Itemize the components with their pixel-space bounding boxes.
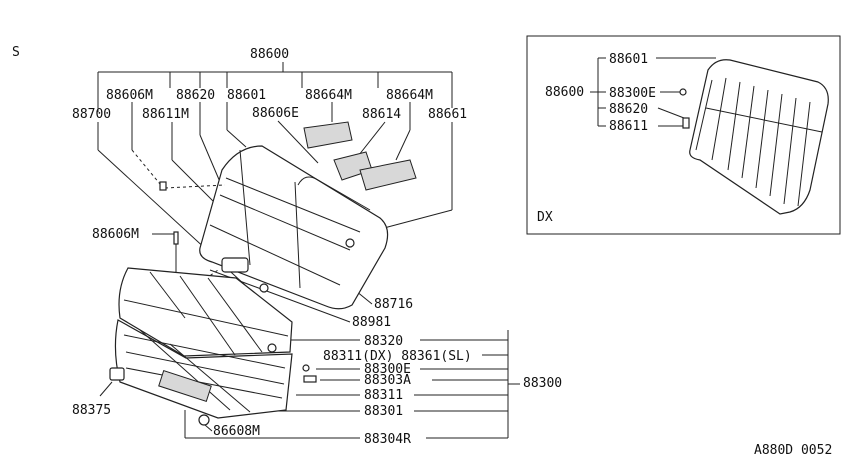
label-88304r: 88304R <box>364 432 411 447</box>
label-88320: 88320 <box>364 334 403 349</box>
label-88301: 88301 <box>364 404 403 419</box>
inset-label-88620: 88620 <box>609 102 648 117</box>
clip-icon <box>109 181 317 426</box>
variant-dx-label: DX <box>537 210 553 225</box>
inset-label-88601: 88601 <box>609 52 648 67</box>
label-88606m-top: 88606M <box>106 88 153 103</box>
label-88664m-a: 88664M <box>305 88 352 103</box>
inset-label-88611: 88611 <box>609 119 648 134</box>
label-88606e: 88606E <box>252 106 299 121</box>
label-88601: 88601 <box>227 88 266 103</box>
label-88303a: 88303A <box>364 373 411 388</box>
inset-label-88600: 88600 <box>545 85 584 100</box>
label-88661: 88661 <box>428 107 467 122</box>
label-88614: 88614 <box>362 107 401 122</box>
label-88981: 88981 <box>352 315 391 330</box>
label-88300e: 88300E <box>364 362 411 377</box>
rear-seat-back-icon <box>199 145 389 310</box>
label-88606m-left: 88606M <box>92 227 139 242</box>
variant-s-label: S <box>12 45 20 60</box>
label-88611m: 88611M <box>142 107 189 122</box>
rear-seat-back-dx-icon <box>679 59 829 215</box>
label-88311-88361: 88311(DX) 88361(SL) <box>323 349 472 364</box>
rear-seat-cushion-icon <box>118 267 293 357</box>
label-88375: 88375 <box>72 403 111 418</box>
label-88664m-b: 88664M <box>386 88 433 103</box>
label-88700: 88700 <box>72 107 111 122</box>
label-88620: 88620 <box>176 88 215 103</box>
drawing-code: A880D 0052 <box>754 443 832 458</box>
seat-frame-icon <box>114 319 293 419</box>
headrest-pad-icon <box>303 121 417 191</box>
leader-lines-right <box>99 330 520 439</box>
label-88311: 88311 <box>364 388 403 403</box>
label-88716: 88716 <box>374 297 413 312</box>
label-88300: 88300 <box>523 376 562 391</box>
inset-label-88300e: 88300E <box>609 86 656 101</box>
label-88600: 88600 <box>250 47 289 62</box>
dx-inset: DX 88600 88601 88300E 88620 88611 <box>526 35 841 235</box>
label-86608m: 86608M <box>213 424 260 439</box>
